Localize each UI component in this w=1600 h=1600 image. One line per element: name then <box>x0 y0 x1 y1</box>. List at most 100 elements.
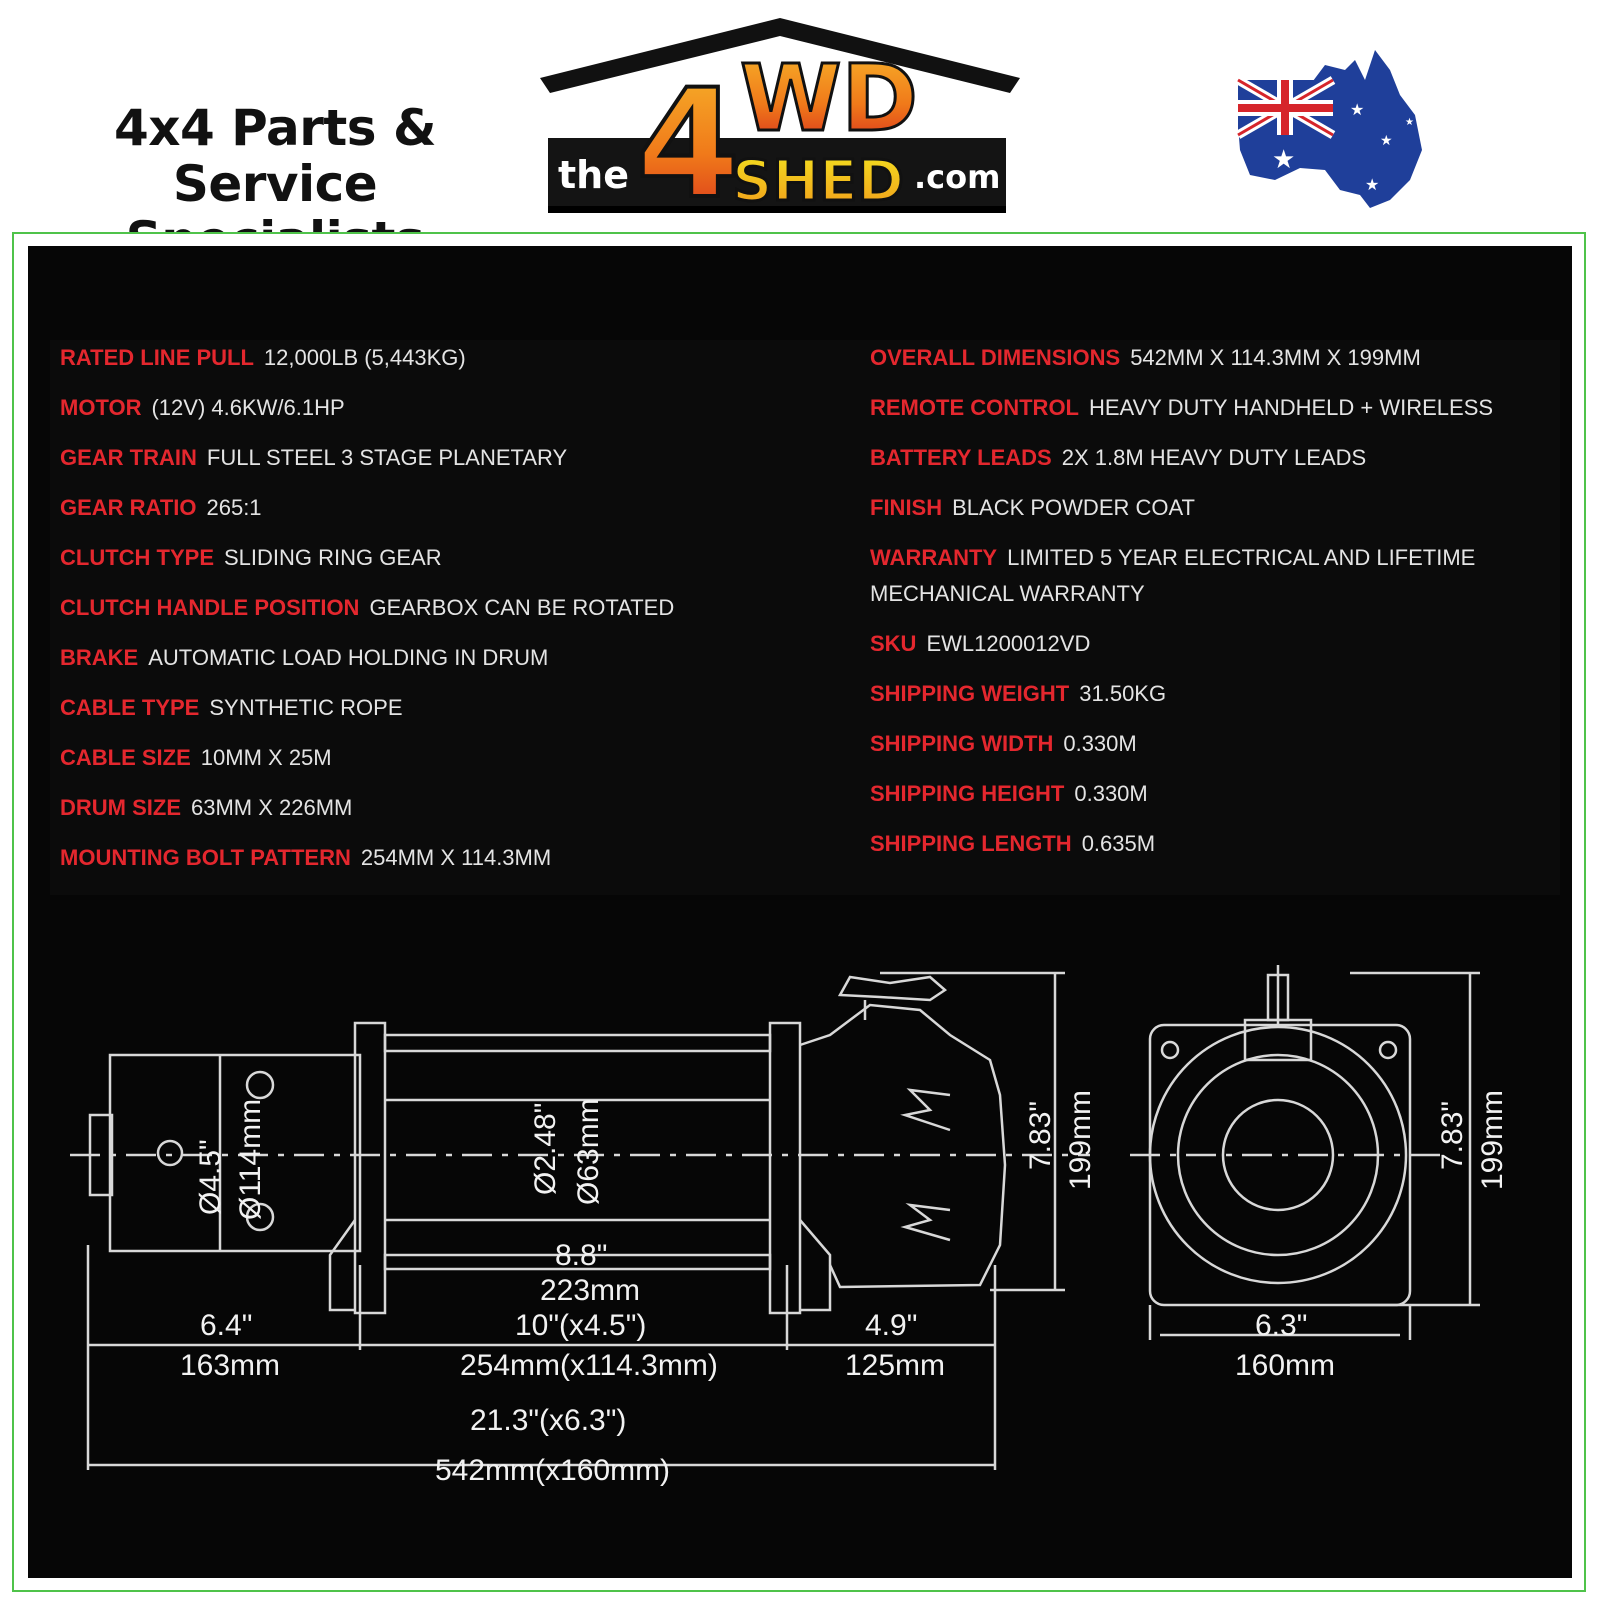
spec-label: GEAR TRAIN <box>60 445 197 470</box>
drum-length-mm: 223mm <box>540 1274 640 1307</box>
overall-length-mm: 542mm(x160mm) <box>435 1454 670 1487</box>
spec-value: 12,000LB (5,443KG) <box>263 345 466 370</box>
spec-row: CLUTCH TYPE SLIDING RING GEAR <box>60 540 820 576</box>
side-height-inch: 7.83" <box>1436 1101 1469 1170</box>
height-inch: 7.83" <box>1024 1101 1057 1170</box>
spec-label: MOUNTING BOLT PATTERN <box>60 845 351 870</box>
spec-row: REMOTE CONTROL HEAVY DUTY HANDHELD + WIRE… <box>870 390 1560 426</box>
drum-length-inch: 8.8" <box>555 1239 607 1272</box>
spec-value: 0.330M <box>1063 731 1137 756</box>
motor-length-inch: 6.4" <box>200 1309 252 1342</box>
svg-text:★: ★ <box>1380 133 1393 149</box>
the-4wd-shed-logo[interactable]: the 4 WD SHED .com <box>540 18 1040 218</box>
spec-row: GEAR RATIO 265:1 <box>60 490 820 526</box>
winch-dimension-diagram: Ø4.5" Ø114mm Ø2.48" Ø63mm 8.8" 223mm 6.4… <box>50 965 1560 1525</box>
spec-value: (12V) 4.6KW/6.1HP <box>151 395 345 420</box>
spec-value: HEAVY DUTY HANDHELD + WIRELESS <box>1089 395 1494 420</box>
spec-value: 0.635M <box>1081 831 1156 856</box>
spec-row: GEAR TRAIN FULL STEEL 3 STAGE PLANETARY <box>60 440 820 476</box>
spec-label: CLUTCH HANDLE POSITION <box>60 595 360 620</box>
gearbox-length-inch: 4.9" <box>865 1309 917 1342</box>
spec-row: DRUM SIZE 63MM X 226MM <box>60 790 820 826</box>
spec-column-right: OVERALL DIMENSIONS 542MM X 114.3MM X 199M… <box>870 340 1560 876</box>
spec-row: SHIPPING WEIGHT 31.50KG <box>870 676 1560 712</box>
spec-row: MOUNTING BOLT PATTERN 254MM X 114.3MM <box>60 840 820 876</box>
spec-label: CLUTCH TYPE <box>60 545 214 570</box>
overall-length-inch: 21.3"(x6.3") <box>470 1404 626 1437</box>
motor-diameter-inch: Ø4.5" <box>194 1139 227 1215</box>
spec-label: MOTOR <box>60 395 142 420</box>
spec-label: SHIPPING WEIGHT <box>870 681 1070 706</box>
spec-value: 2X 1.8M HEAVY DUTY LEADS <box>1061 445 1367 470</box>
spec-label: CABLE TYPE <box>60 695 200 720</box>
spec-label: SHIPPING HEIGHT <box>870 781 1065 806</box>
height-mm: 199mm <box>1064 1090 1097 1190</box>
spec-row: MOTOR (12V) 4.6KW/6.1HP <box>60 390 820 426</box>
logo-4-text: 4 <box>636 58 740 218</box>
spec-row: RATED LINE PULL 12,000LB (5,443KG) <box>60 340 820 376</box>
logo-domain-text: .com <box>914 158 1000 196</box>
svg-text:★: ★ <box>1405 117 1414 128</box>
logo-shed-text: SHED <box>732 149 904 214</box>
spec-label: DRUM SIZE <box>60 795 181 820</box>
spec-value: AUTOMATIC LOAD HOLDING IN DRUM <box>148 645 549 670</box>
drum-diameter-inch: Ø2.48" <box>529 1103 562 1195</box>
spec-row: CABLE TYPE SYNTHETIC ROPE <box>60 690 820 726</box>
logo-base-bar <box>548 138 1006 213</box>
spec-value: GEARBOX CAN BE ROTATED <box>369 595 675 620</box>
spec-row: CABLE SIZE 10MM X 25M <box>60 740 820 776</box>
spec-value: 542MM X 114.3MM X 199MM <box>1130 345 1421 370</box>
spec-label: FINISH <box>870 495 943 520</box>
side-width-mm: 160mm <box>1235 1349 1335 1382</box>
bolt-pattern-mm: 254mm(x114.3mm) <box>460 1349 718 1382</box>
spec-label: WARRANTY <box>870 545 998 570</box>
side-width-inch: 6.3" <box>1255 1309 1307 1342</box>
side-height-mm: 199mm <box>1476 1090 1509 1190</box>
roof-shape <box>540 18 1020 93</box>
spec-value: BLACK POWDER COAT <box>952 495 1195 520</box>
spec-row: BATTERY LEADS 2X 1.8M HEAVY DUTY LEADS <box>870 440 1560 476</box>
spec-column-left: RATED LINE PULL 12,000LB (5,443KG) MOTOR (1… <box>60 340 820 890</box>
australia-map-flag-icon: ★ ★ ★ ★ ★ <box>1235 50 1422 208</box>
motor-length-mm: 163mm <box>180 1349 280 1382</box>
spec-label: CABLE SIZE <box>60 745 191 770</box>
spec-row: CLUTCH HANDLE POSITION GEARBOX CAN BE ROT… <box>60 590 820 626</box>
svg-text:★: ★ <box>1350 100 1364 119</box>
spec-row: FINISH BLACK POWDER COAT <box>870 490 1560 526</box>
gearbox-length-mm: 125mm <box>845 1349 945 1382</box>
spec-row: BRAKE AUTOMATIC LOAD HOLDING IN DRUM <box>60 640 820 676</box>
spec-value: 63MM X 226MM <box>191 795 353 820</box>
drum-diameter-mm: Ø63mm <box>572 1098 605 1205</box>
diagram-svg: Ø4.5" Ø114mm Ø2.48" Ø63mm 8.8" 223mm 6.4… <box>70 965 1509 1487</box>
motor-diameter-mm: Ø114mm <box>234 1099 267 1220</box>
spec-row: SHIPPING WIDTH 0.330M <box>870 726 1560 762</box>
logo-wd-text: WD <box>740 45 918 152</box>
spec-row: SKU EWL1200012VD <box>870 626 1560 662</box>
spec-label: BRAKE <box>60 645 139 670</box>
header: 4x4 Parts & Service Specialists the 4 WD… <box>0 0 1600 268</box>
spec-table: RATED LINE PULL 12,000LB (5,443KG) MOTOR (1… <box>50 340 1560 895</box>
spec-label: SKU <box>870 631 917 656</box>
spec-value: LIMITED 5 YEAR ELECTRICAL AND LIFETIME M… <box>870 545 1476 606</box>
spec-value: SLIDING RING GEAR <box>224 545 442 570</box>
spec-label: REMOTE CONTROL <box>870 395 1079 420</box>
spec-label: GEAR RATIO <box>60 495 197 520</box>
bolt-pattern-inch: 10"(x4.5") <box>515 1309 646 1342</box>
spec-label: RATED LINE PULL <box>60 345 254 370</box>
spec-label: OVERALL DIMENSIONS <box>870 345 1121 370</box>
spec-label: SHIPPING LENGTH <box>870 831 1072 856</box>
tagline-line-1: 4x4 Parts & Service <box>113 99 437 213</box>
logo-the-text: the <box>558 153 629 197</box>
spec-value: SYNTHETIC ROPE <box>209 695 403 720</box>
spec-label: BATTERY LEADS <box>870 445 1052 470</box>
spec-value: 254MM X 114.3MM <box>360 845 552 870</box>
spec-value: 10MM X 25M <box>200 745 332 770</box>
spec-row: OVERALL DIMENSIONS 542MM X 114.3MM X 199M… <box>870 340 1560 376</box>
spec-value: EWL1200012VD <box>926 631 1091 656</box>
spec-label: SHIPPING WIDTH <box>870 731 1054 756</box>
spec-value: 265:1 <box>206 495 262 520</box>
spec-value: 31.50KG <box>1079 681 1167 706</box>
spec-value: FULL STEEL 3 STAGE PLANETARY <box>206 445 568 470</box>
